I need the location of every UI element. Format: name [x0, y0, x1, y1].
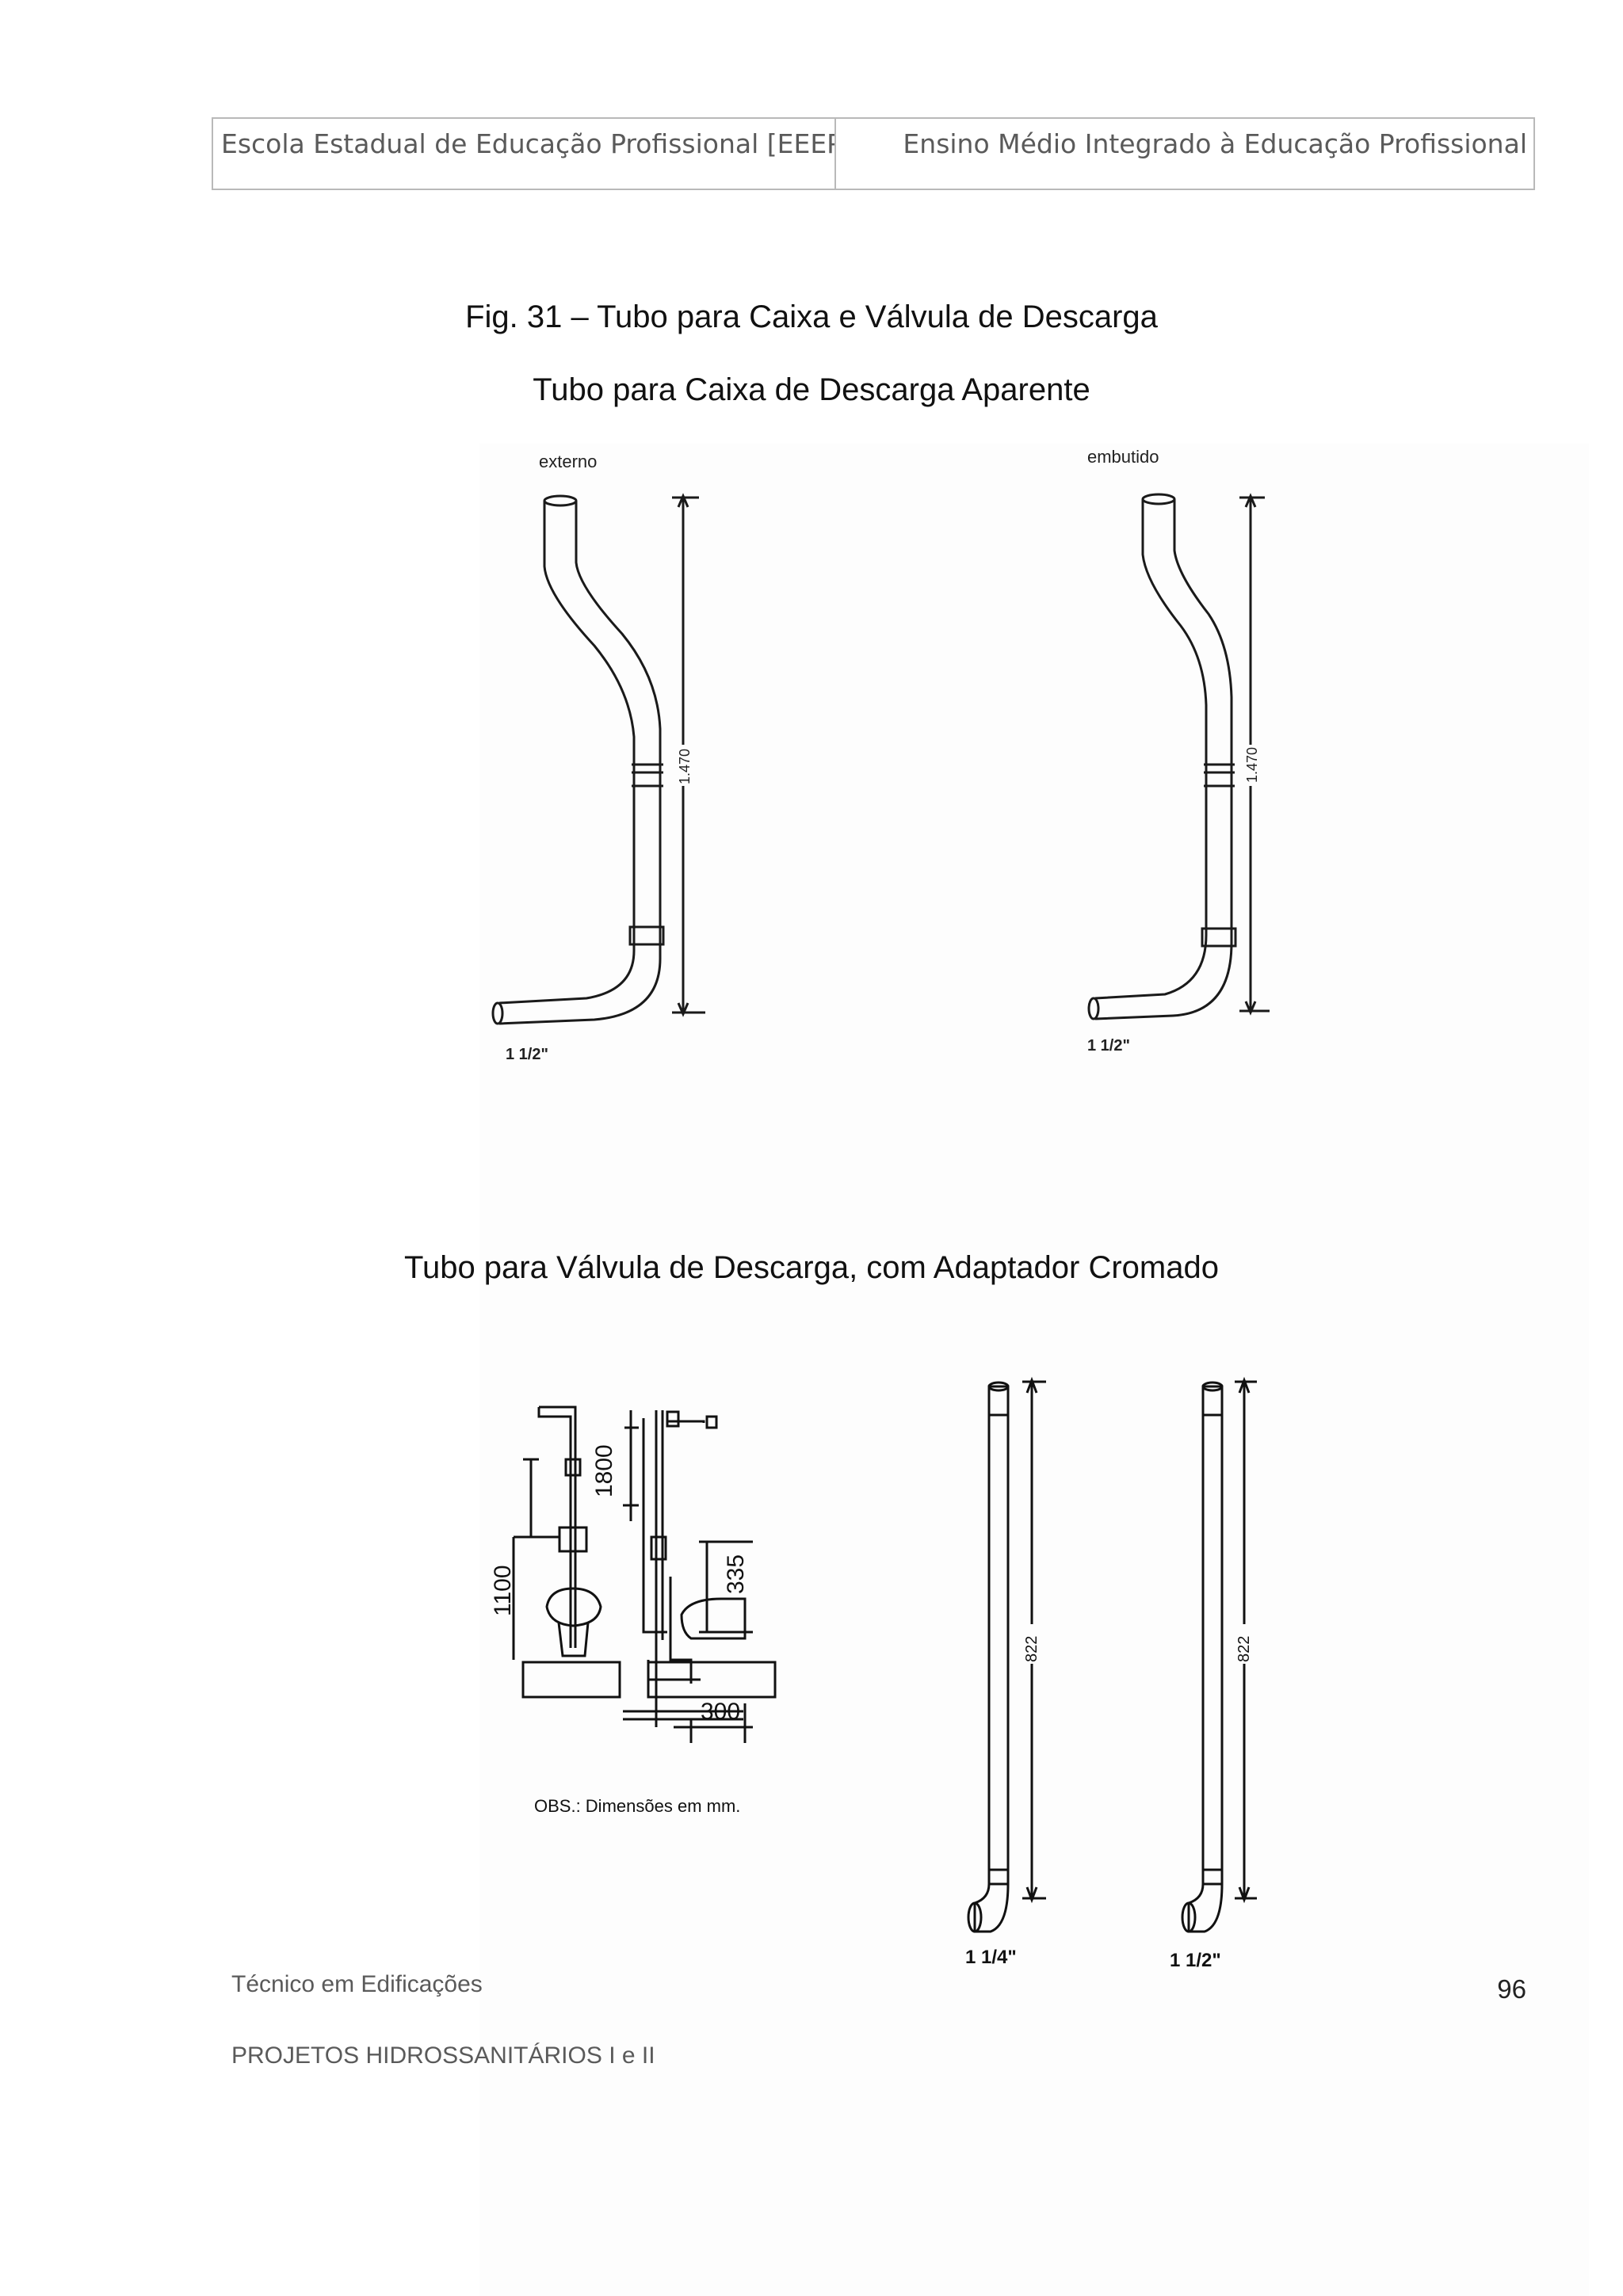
label-embutido: embutido: [1087, 447, 1159, 467]
page-header: Escola Estadual de Educação Profissional…: [212, 117, 1535, 190]
diameter-tube-a: 1 1/4": [965, 1947, 1017, 1968]
top-drawings: externo 1.470 1 1/2" embutido 1.470 1 1/…: [491, 447, 1270, 1063]
footer-course: Técnico em Edificações: [231, 1971, 483, 1997]
diameter-embutido: 1 1/2": [1087, 1037, 1130, 1055]
figure-subtitle-bottom: Tubo para Válvula de Descarga, com Adapt…: [404, 1250, 1219, 1285]
label-externo: externo: [539, 452, 597, 471]
dimension-externo: 1.470: [677, 749, 693, 784]
dimension-335: 335: [723, 1554, 749, 1594]
header-program-name: Ensino Médio Integrado à Educação Profis…: [903, 128, 1527, 159]
dimension-tube-b: 822: [1235, 1636, 1253, 1662]
footer-subject: PROJETOS HIDROSSANITÁRIOS I e II: [231, 2042, 655, 2069]
dimension-tube-a: 822: [1023, 1636, 1041, 1662]
valve-tube-drawings: 822 822 1 1/4" 1 1/2": [965, 1376, 1257, 1971]
installation-drawing: 1800 1100 335 300 OBS.: Dimensões em mm.: [490, 1405, 777, 1816]
page-number: 96: [1497, 1974, 1526, 2004]
scan-background: [479, 444, 1589, 2296]
dimension-300: 300: [701, 1699, 740, 1725]
dimension-1800: 1800: [591, 1444, 617, 1497]
dimension-embutido: 1.470: [1244, 747, 1260, 783]
diameter-externo: 1 1/2": [506, 1046, 548, 1063]
header-school-name: Escola Estadual de Educação Profissional…: [213, 119, 836, 189]
dimension-1100: 1100: [490, 1565, 516, 1616]
diameter-tube-b: 1 1/2": [1170, 1950, 1221, 1971]
figure-caption: Fig. 31 – Tubo para Caixa e Válvula de D…: [465, 299, 1158, 334]
figure-subtitle-top: Tubo para Caixa de Descarga Aparente: [533, 372, 1090, 407]
obs-note: OBS.: Dimensões em mm.: [534, 1796, 740, 1816]
